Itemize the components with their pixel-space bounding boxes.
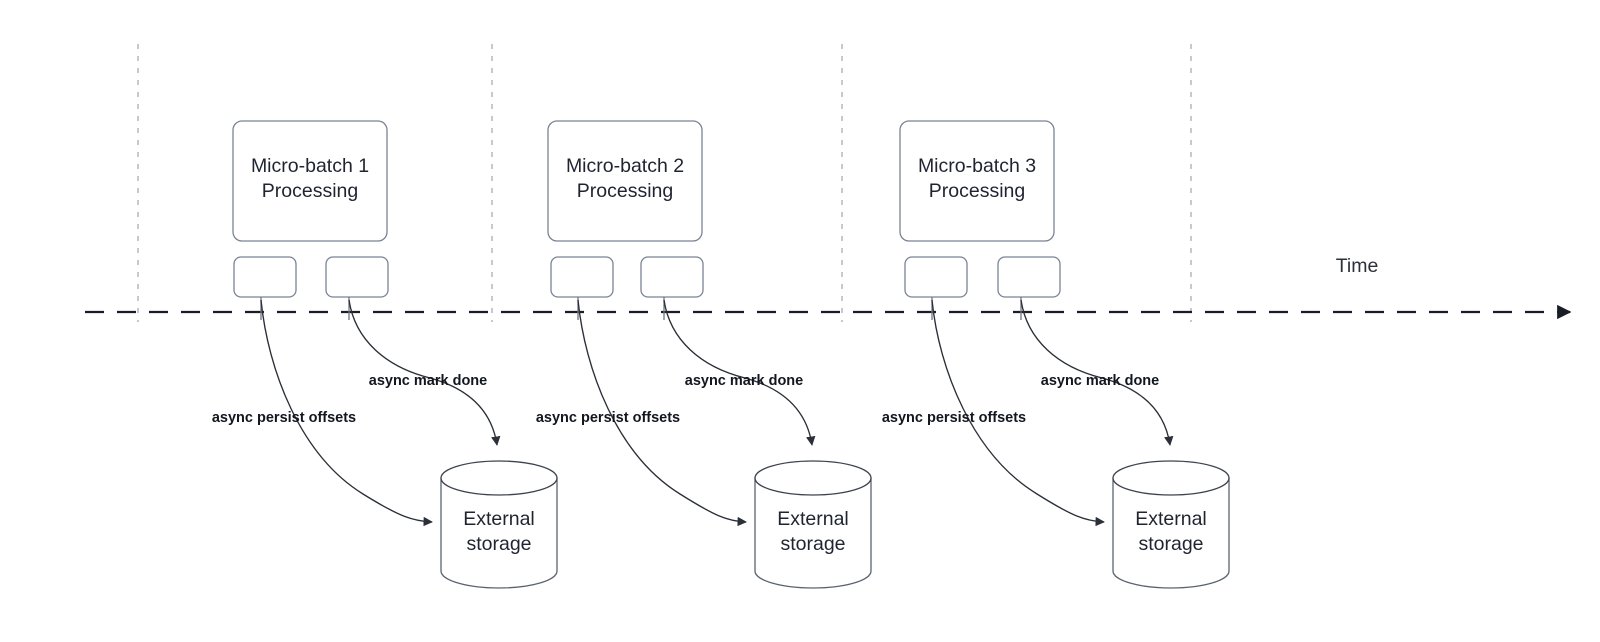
edge-markdone-3-label: async mark done: [1041, 373, 1159, 389]
timeline-tick-marks: [137, 44, 1192, 322]
group-3-storage-label-line1: External: [1135, 508, 1207, 530]
group-3-storage-label-line2: storage: [1138, 533, 1203, 555]
group-1-batch-label-line2: Processing: [262, 180, 358, 202]
edge-persist-2: [577, 299, 747, 527]
group-2-storage-label-line1: External: [777, 508, 849, 530]
group-2-batch-box[interactable]: [547, 120, 703, 242]
edge-persist-3-label: async persist offsets: [882, 410, 1026, 426]
edge-markdone-1-label: async mark done: [369, 373, 487, 389]
group-2-storage-label-line2: storage: [780, 533, 845, 555]
group-2-storage-cylinder[interactable]: [754, 477, 872, 589]
group-3-storage-cylinder-top: [1112, 460, 1230, 496]
group-3-storage-cylinder[interactable]: [1112, 477, 1230, 589]
group-1-storage-label-line2: storage: [466, 533, 531, 555]
group-1-storage-cylinder-top: [440, 460, 558, 496]
time-axis-label: Time: [1336, 255, 1379, 277]
group-3-batch-label-line2: Processing: [929, 180, 1025, 202]
edge-markdone-2: [663, 299, 816, 446]
group-3-batch-box[interactable]: [899, 120, 1055, 242]
group-1-storage-cylinder[interactable]: [440, 477, 558, 589]
group-2-storage-cylinder-top: [754, 460, 872, 496]
group-1-storage-label-line1: External: [463, 508, 535, 530]
edge-markdone-2-label: async mark done: [685, 373, 803, 389]
task-box-1a[interactable]: [233, 256, 297, 298]
edge-markdone-1: [348, 299, 501, 446]
edge-persist-3: [931, 299, 1105, 527]
task-box-2a[interactable]: [550, 256, 614, 298]
edge-markdone-3: [1020, 299, 1174, 446]
group-1-batch-label-line1: Micro-batch 1: [251, 155, 369, 177]
task-box-2b[interactable]: [640, 256, 704, 298]
edge-persist-1-label: async persist offsets: [212, 410, 356, 426]
edge-persist-2-label: async persist offsets: [536, 410, 680, 426]
edge-persist-1: [260, 299, 433, 527]
group-1-batch-box[interactable]: [232, 120, 388, 242]
task-box-3b[interactable]: [997, 256, 1061, 298]
task-box-3a[interactable]: [904, 256, 968, 298]
task-box-1b[interactable]: [325, 256, 389, 298]
group-3-batch-label-line1: Micro-batch 3: [918, 155, 1036, 177]
group-2-batch-label-line1: Micro-batch 2: [566, 155, 684, 177]
group-2-batch-label-line2: Processing: [577, 180, 673, 202]
